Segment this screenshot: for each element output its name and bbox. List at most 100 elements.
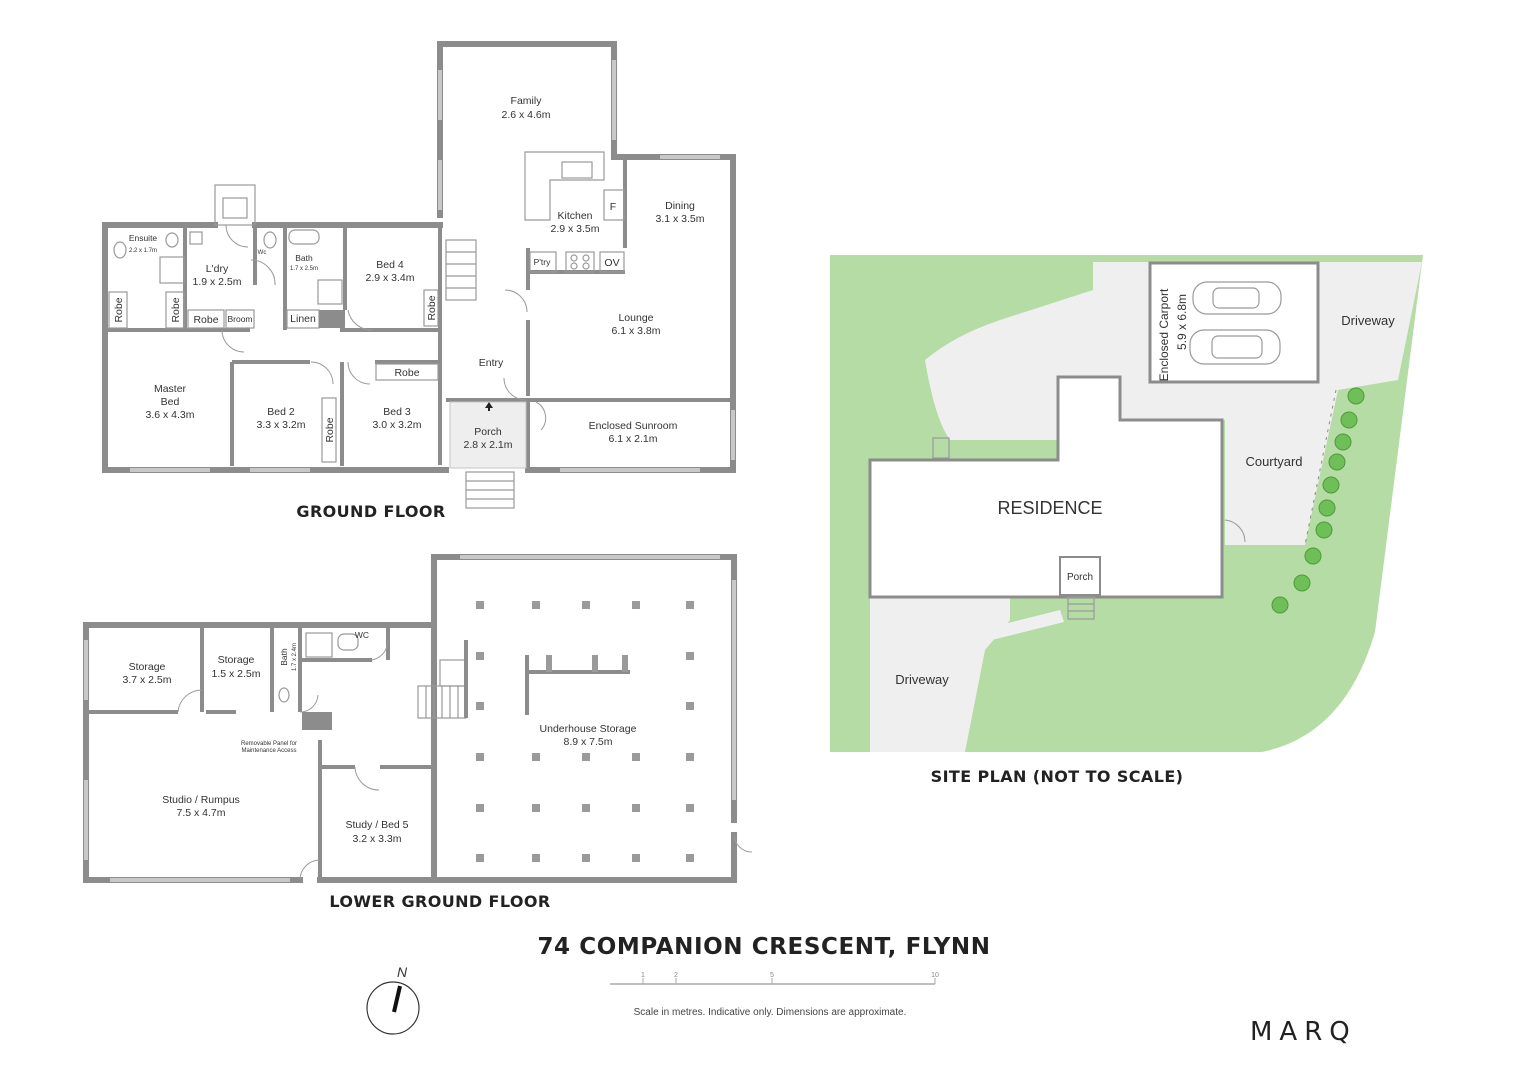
north-arrow-icon xyxy=(366,981,420,1035)
courtyard-label: Courtyard xyxy=(1245,454,1302,469)
shrub-icon xyxy=(1293,574,1311,592)
scale-ticks: 1 2 5 10 xyxy=(641,972,939,984)
garden-shrub-row xyxy=(1271,387,1365,614)
storage1-label: Storage xyxy=(129,661,166,673)
shrub-icon xyxy=(1304,547,1322,565)
bed3-label: Bed 3 xyxy=(383,406,411,418)
master-bed-label-2: Bed xyxy=(161,396,180,408)
studio-label: Studio / Rumpus xyxy=(162,794,240,806)
pillar xyxy=(532,804,540,812)
pillar xyxy=(476,804,484,812)
pillar xyxy=(476,753,484,761)
residence-label: RESIDENCE xyxy=(997,498,1102,518)
robe-bed2-label: Robe xyxy=(324,417,336,442)
scale-tick-label: 2 xyxy=(674,972,678,979)
pillar xyxy=(686,854,694,862)
pillar xyxy=(532,753,540,761)
ground-floor-plan xyxy=(102,41,736,509)
pantry-label: P'try xyxy=(534,257,551,267)
study-label: Study / Bed 5 xyxy=(345,819,408,831)
car-1 xyxy=(1192,281,1282,315)
side-path xyxy=(988,610,1064,640)
pillar xyxy=(632,601,640,609)
storage1-dims: 3.7 x 2.5m xyxy=(122,674,171,686)
shrub-icon xyxy=(1318,499,1336,517)
robe-master-1-label: Robe xyxy=(113,297,125,322)
pillar xyxy=(476,601,484,609)
shrub-icon xyxy=(1328,453,1346,471)
pillar xyxy=(476,854,484,862)
driveway-bottom xyxy=(870,597,1010,752)
site-plan-title: SITE PLAN (NOT TO SCALE) xyxy=(931,767,1184,786)
family-label: Family xyxy=(511,95,543,107)
carport-dims: 5.9 x 6.8m xyxy=(1175,294,1189,350)
panel-note-2: Maintenance Access xyxy=(241,748,296,754)
robe-laundry-label: Robe xyxy=(193,314,218,326)
scale-tick-label: 1 xyxy=(641,972,645,979)
pillar xyxy=(632,854,640,862)
robe-bed4-label: Robe xyxy=(426,295,438,320)
underhouse-label: Underhouse Storage xyxy=(540,723,637,735)
kitchen-label: Kitchen xyxy=(557,210,592,222)
bath-dims: 1.7 x 2.5m xyxy=(290,266,318,272)
scale-disclaimer: Scale in metres. Indicative only. Dimens… xyxy=(634,1007,907,1018)
shrub-icon xyxy=(1271,596,1289,614)
robe-bed3-label: Robe xyxy=(394,367,419,379)
brand-logo: MARQ xyxy=(1250,1017,1357,1047)
property-address: 74 COMPANION CRESCENT, FLYNN xyxy=(537,934,990,960)
scale-tick-label: 5 xyxy=(770,972,774,979)
carport-outline xyxy=(1148,261,1320,384)
master-bed-label-1: Master xyxy=(154,383,187,395)
pillar xyxy=(582,753,590,761)
driveway-top-label: Driveway xyxy=(1341,313,1395,328)
broom-label: Broom xyxy=(227,314,252,324)
pillar xyxy=(686,601,694,609)
site-plan xyxy=(830,255,1423,752)
pillar xyxy=(532,601,540,609)
family-dims: 2.6 x 4.6m xyxy=(501,109,550,121)
dining-label: Dining xyxy=(665,200,695,212)
entry-label: Entry xyxy=(479,357,504,369)
pillar xyxy=(686,652,694,660)
bed2-dims: 3.3 x 3.2m xyxy=(256,419,305,431)
underhouse-dims: 8.9 x 7.5m xyxy=(563,736,612,748)
pillar xyxy=(582,601,590,609)
shrub-icon xyxy=(1334,433,1352,451)
scale-tick-label: 10 xyxy=(931,972,939,979)
laundry-dims: 1.9 x 2.5m xyxy=(192,276,241,288)
storage2-label: Storage xyxy=(218,654,255,666)
pillar xyxy=(582,854,590,862)
shrub-icon xyxy=(1340,411,1358,429)
car-2 xyxy=(1189,329,1281,365)
porch-dims: 2.8 x 2.1m xyxy=(463,439,512,451)
ground-floor-title: GROUND FLOOR xyxy=(296,502,445,521)
site-porch-label: Porch xyxy=(1067,572,1093,583)
driveway-bottom-label: Driveway xyxy=(895,672,949,687)
lower-wc-label: WC xyxy=(355,630,369,640)
panel-note-1: Removable Panel for xyxy=(241,741,297,747)
study-dims: 3.2 x 3.3m xyxy=(352,833,401,845)
oven-label: OV xyxy=(604,257,619,269)
lower-bath-dims: 1.7 x 2.4m xyxy=(292,643,298,671)
pillar xyxy=(532,854,540,862)
ensuite-dims: 2.2 x 1.7m xyxy=(129,248,157,254)
scale-bar: 1 2 5 10 xyxy=(610,972,939,985)
linen-label: Linen xyxy=(290,313,316,325)
bed4-label: Bed 4 xyxy=(376,259,404,271)
bed3-dims: 3.0 x 3.2m xyxy=(372,419,421,431)
residence-outline xyxy=(868,375,1224,599)
sunroom-label: Enclosed Sunroom xyxy=(589,420,678,432)
bed4-dims: 2.9 x 3.4m xyxy=(365,272,414,284)
bath-label: Bath xyxy=(295,253,313,263)
pillar xyxy=(476,652,484,660)
master-bed-dims: 3.6 x 4.3m xyxy=(145,409,194,421)
laundry-label: L'dry xyxy=(206,263,229,275)
lower-bath-label: Bath xyxy=(279,648,289,666)
lower-floor-title: LOWER GROUND FLOOR xyxy=(329,892,550,911)
dining-dims: 3.1 x 3.5m xyxy=(655,213,704,225)
pillar xyxy=(686,702,694,710)
shrub-icon xyxy=(1315,521,1333,539)
pillar xyxy=(632,804,640,812)
kitchen-dims: 2.9 x 3.5m xyxy=(550,223,599,235)
